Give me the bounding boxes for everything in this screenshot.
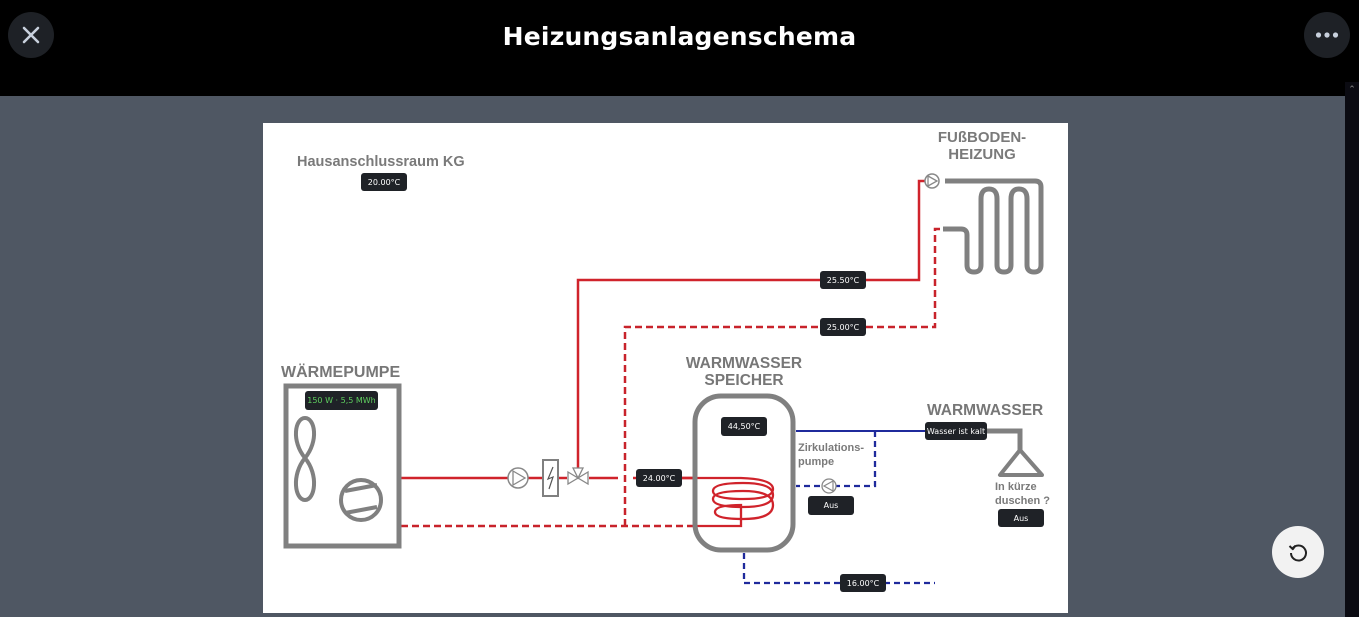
floor-heating-label: FUßBODEN- HEIZUNG (927, 129, 1037, 163)
reset-view-button[interactable] (1272, 526, 1324, 578)
floor-heating-label-line-2: HEIZUNG (948, 145, 1016, 163)
storage-label: WARMWASSER SPEICHER (671, 355, 817, 389)
shower-state-button[interactable]: Aus (998, 509, 1044, 527)
heat-pump-label: WÄRMEPUMPE (281, 364, 401, 381)
floor-heating-flow-pipe (576, 179, 925, 478)
more-horizontal-icon (1315, 32, 1339, 38)
more-options-button[interactable] (1304, 12, 1350, 58)
scrollbar[interactable]: ⌃ (1345, 82, 1359, 617)
room-temperature-badge[interactable]: 20.00°C (361, 173, 407, 191)
floor-heating-return-pipe (623, 227, 942, 526)
electric-heater-icon (542, 459, 559, 497)
hot-water-storage-tank (692, 393, 796, 553)
circulation-pump-state-button[interactable]: Aus (808, 496, 854, 515)
hot-water-state-badge[interactable]: Wasser ist kalt (925, 422, 987, 440)
circulation-pump-icon (507, 467, 529, 489)
scroll-up-arrow-icon[interactable]: ⌃ (1348, 84, 1356, 94)
circulation-pump-dhw-icon (821, 478, 837, 494)
shower-head-icon (986, 428, 1044, 477)
shower-label-line-2: duschen ? (995, 495, 1051, 508)
shower-label-line-1: In kürze (995, 481, 1037, 493)
cold-water-pipe (742, 553, 935, 585)
heat-pump-unit (283, 383, 402, 549)
return-temperature-badge[interactable]: 25.00°C (820, 318, 866, 336)
page-title: Heizungsanlagenschema (502, 22, 857, 51)
floor-heating-pump-icon (924, 173, 940, 189)
flow-temperature-badge[interactable]: 25.50°C (820, 271, 866, 289)
compressor-icon (339, 478, 383, 522)
circulation-label-line-1: Zirkulations- (798, 442, 865, 454)
circulation-label-line-2: pumpe (798, 456, 835, 469)
cold-water-temperature-badge[interactable]: 16.00°C (840, 574, 886, 592)
room-label: Hausanschlussraum KG (297, 154, 465, 170)
top-bar: Heizungsanlagenschema (0, 0, 1359, 96)
heat-pump-power-badge[interactable]: 150 W · 5,5 MWh (305, 391, 378, 410)
heating-diagram (283, 173, 1044, 585)
floor-heating-label-line-1: FUßBODEN- (937, 129, 1027, 146)
storage-label-line-2: SPEICHER (704, 372, 784, 390)
circulation-pump-label: Zirkulations- pumpe (798, 441, 864, 470)
floor-heating-coil (943, 178, 1044, 275)
coil-flow-temperature-badge[interactable]: 24.00°C (636, 469, 682, 487)
refresh-icon (1288, 544, 1307, 562)
shower-question-label: In kürze duschen ? (995, 480, 1050, 509)
storage-label-line-1: WARMWASSER (685, 355, 803, 372)
heating-schema-image: Hausanschlussraum KG 20.00°C FUßBODEN- H… (263, 123, 1068, 613)
close-icon (22, 26, 40, 44)
close-button[interactable] (8, 12, 54, 58)
storage-heat-exchanger-coil (695, 476, 775, 528)
storage-temperature-badge[interactable]: 44,50°C (721, 417, 767, 436)
fan-icon (294, 415, 316, 503)
circulation-pipe (796, 431, 877, 488)
three-way-valve-icon (567, 467, 589, 486)
hot-water-label: WARMWASSER (927, 402, 1044, 419)
